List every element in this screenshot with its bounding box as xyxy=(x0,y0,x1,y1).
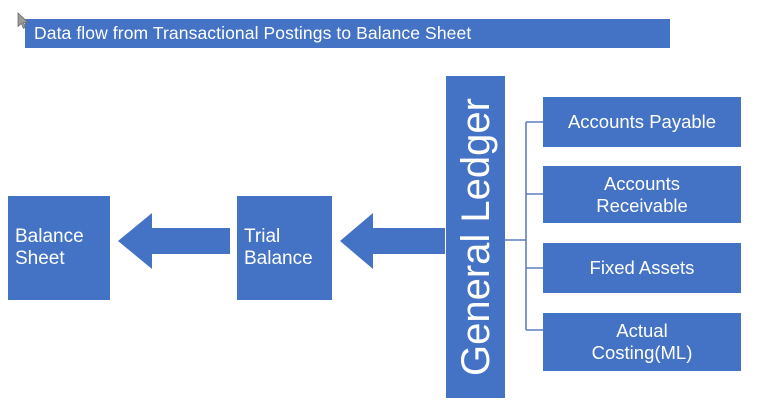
node-accounts-payable[interactable]: Accounts Payable xyxy=(543,97,741,147)
node-fixed-assets-label: Fixed Assets xyxy=(589,257,695,279)
bracket-connector xyxy=(505,90,547,360)
page-title: Data flow from Transactional Postings to… xyxy=(34,22,472,43)
node-accounts-payable-label: Accounts Payable xyxy=(567,111,717,133)
node-general-ledger[interactable]: General Ledger xyxy=(446,76,505,398)
node-trial-balance[interactable]: Trial Balance xyxy=(237,196,332,300)
diagram-title-banner: Data flow from Transactional Postings to… xyxy=(25,19,670,48)
node-general-ledger-label: General Ledger xyxy=(453,98,498,376)
arrow-general-ledger-to-trial-balance xyxy=(340,210,445,272)
node-balance-sheet-label: Balance Sheet xyxy=(15,225,84,269)
node-accounts-receivable[interactable]: Accounts Receivable xyxy=(543,166,741,223)
node-trial-balance-label: Trial Balance xyxy=(244,225,313,269)
node-balance-sheet[interactable]: Balance Sheet xyxy=(8,196,110,300)
arrow-trial-balance-to-balance-sheet xyxy=(118,210,230,272)
node-accounts-receivable-label: Accounts Receivable xyxy=(596,172,688,216)
node-actual-costing-label: Actual Costing(ML) xyxy=(591,320,693,363)
node-actual-costing[interactable]: Actual Costing(ML) xyxy=(543,313,741,371)
node-fixed-assets[interactable]: Fixed Assets xyxy=(543,243,741,293)
